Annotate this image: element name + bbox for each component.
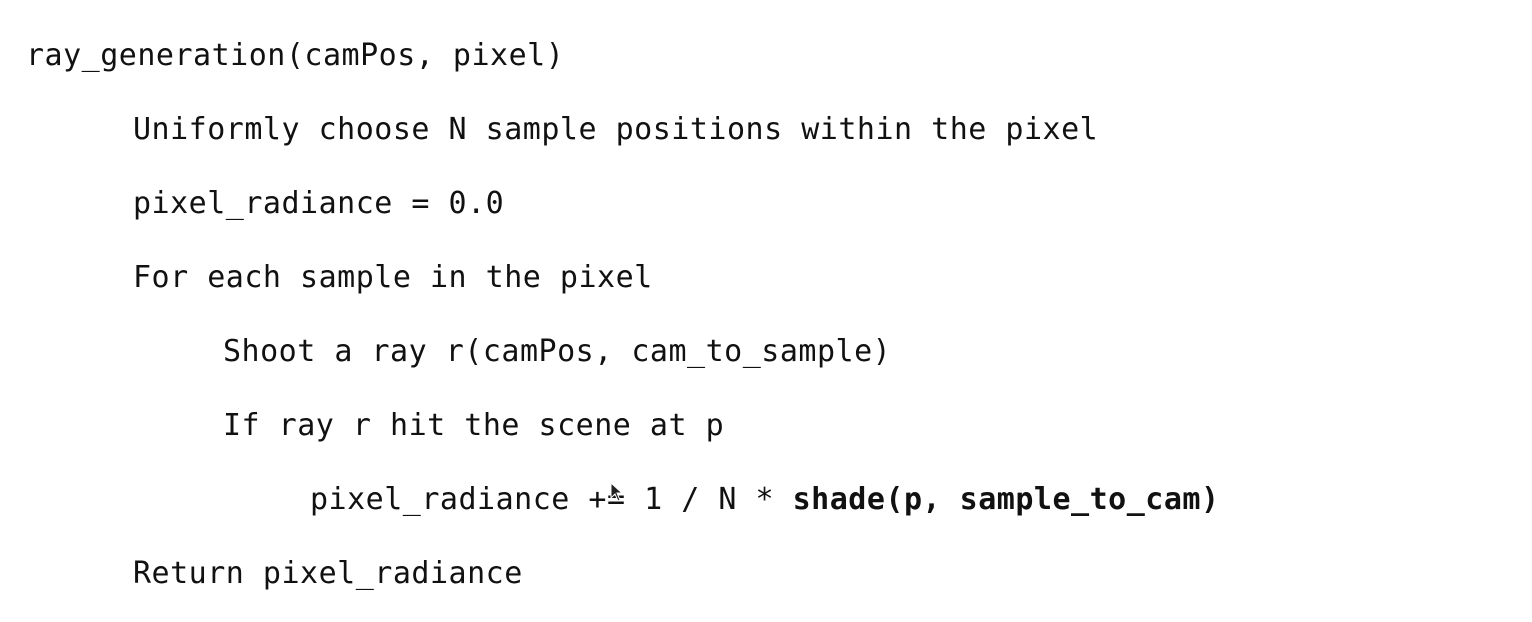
accumulate-prefix: pixel_radiance += 1 / N * [310, 482, 793, 517]
code-line-init-radiance: pixel_radiance = 0.0 [133, 186, 505, 221]
code-line-choose-samples: Uniformly choose N sample positions with… [133, 112, 1099, 147]
mouse-pointer-icon [610, 482, 624, 502]
code-line-return: Return pixel_radiance [133, 556, 523, 591]
code-line-if-hit: If ray r hit the scene at p [223, 408, 725, 443]
shade-call: shade(p, sample_to_cam) [792, 482, 1220, 517]
code-line-for-each: For each sample in the pixel [133, 260, 653, 295]
code-line-accumulate: pixel_radiance += 1 / N * shade(p, sampl… [310, 482, 1220, 518]
code-line-function-signature: ray_generation(camPos, pixel) [26, 38, 565, 73]
code-line-shoot-ray: Shoot a ray r(camPos, cam_to_sample) [223, 334, 892, 369]
